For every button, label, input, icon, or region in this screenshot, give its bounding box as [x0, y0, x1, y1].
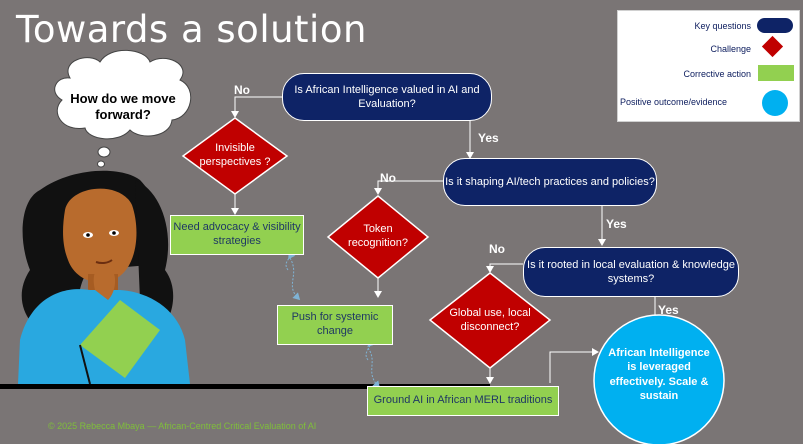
- legend-swatch-corrective-action: [758, 65, 794, 81]
- challenge-text-3: Global use, local disconnect?: [449, 307, 531, 333]
- ground-line: [0, 384, 490, 389]
- legend-label-key-questions: Key questions: [694, 21, 751, 31]
- legend-label-corrective-action: Corrective action: [683, 69, 751, 79]
- legend-swatch-key-questions: [757, 18, 793, 33]
- legend: Key questions Challenge Corrective actio…: [617, 10, 800, 122]
- action-box-1: Need advocacy & visibility strategies: [170, 215, 304, 255]
- challenge-text-2: Token recognition?: [348, 223, 408, 249]
- connectors: [231, 96, 659, 384]
- action-box-3: Ground AI in African MERL traditions: [367, 386, 559, 416]
- connector-q3-no: [486, 263, 523, 273]
- legend-label-challenge: Challenge: [710, 44, 751, 54]
- thought-bubble: [54, 49, 192, 168]
- connector-q2-no: [374, 180, 443, 195]
- label-yes-1: Yes: [478, 131, 499, 145]
- outcome-circle: [593, 314, 725, 444]
- label-no-2: No: [380, 171, 396, 185]
- legend-swatch-positive-outcome: [762, 90, 788, 116]
- feedback-arrow-1b: [285, 251, 296, 271]
- challenge-diamond-3: [428, 272, 552, 369]
- connector-a3-outcome: [549, 348, 599, 383]
- legend-swatch-challenge: [761, 35, 784, 58]
- connector-q1-no: [231, 96, 282, 118]
- challenge-diamond-1: [181, 117, 289, 195]
- outcome-text: African Intelligence is leveraged effect…: [608, 347, 710, 402]
- footer-credit: © 2025 Rebecca Mbaya — African-Centred C…: [48, 421, 317, 431]
- label-yes-2: Yes: [606, 217, 627, 231]
- question-box-3: Is it rooted in local evaluation & knowl…: [523, 247, 739, 297]
- page-title: Towards a solution: [16, 8, 367, 51]
- label-no-1: No: [234, 83, 250, 97]
- challenge-text-1: Invisible perspectives ?: [199, 142, 271, 168]
- action-box-2: Push for systemic change: [277, 305, 393, 345]
- legend-label-positive-outcome: Positive outcome/evidence: [620, 97, 728, 107]
- label-no-3: No: [489, 242, 505, 256]
- label-yes-3: Yes: [658, 303, 679, 317]
- person-illustration: [18, 170, 190, 385]
- question-box-2: Is it shaping AI/tech practices and poli…: [443, 158, 657, 206]
- challenge-diamond-2: [326, 195, 430, 279]
- feedback-arrow-2: [367, 347, 381, 389]
- thought-text: How do we move forward?: [70, 91, 176, 122]
- feedback-arrow-1: [289, 257, 301, 301]
- question-box-1: Is African Intelligence valued in AI and…: [282, 73, 492, 121]
